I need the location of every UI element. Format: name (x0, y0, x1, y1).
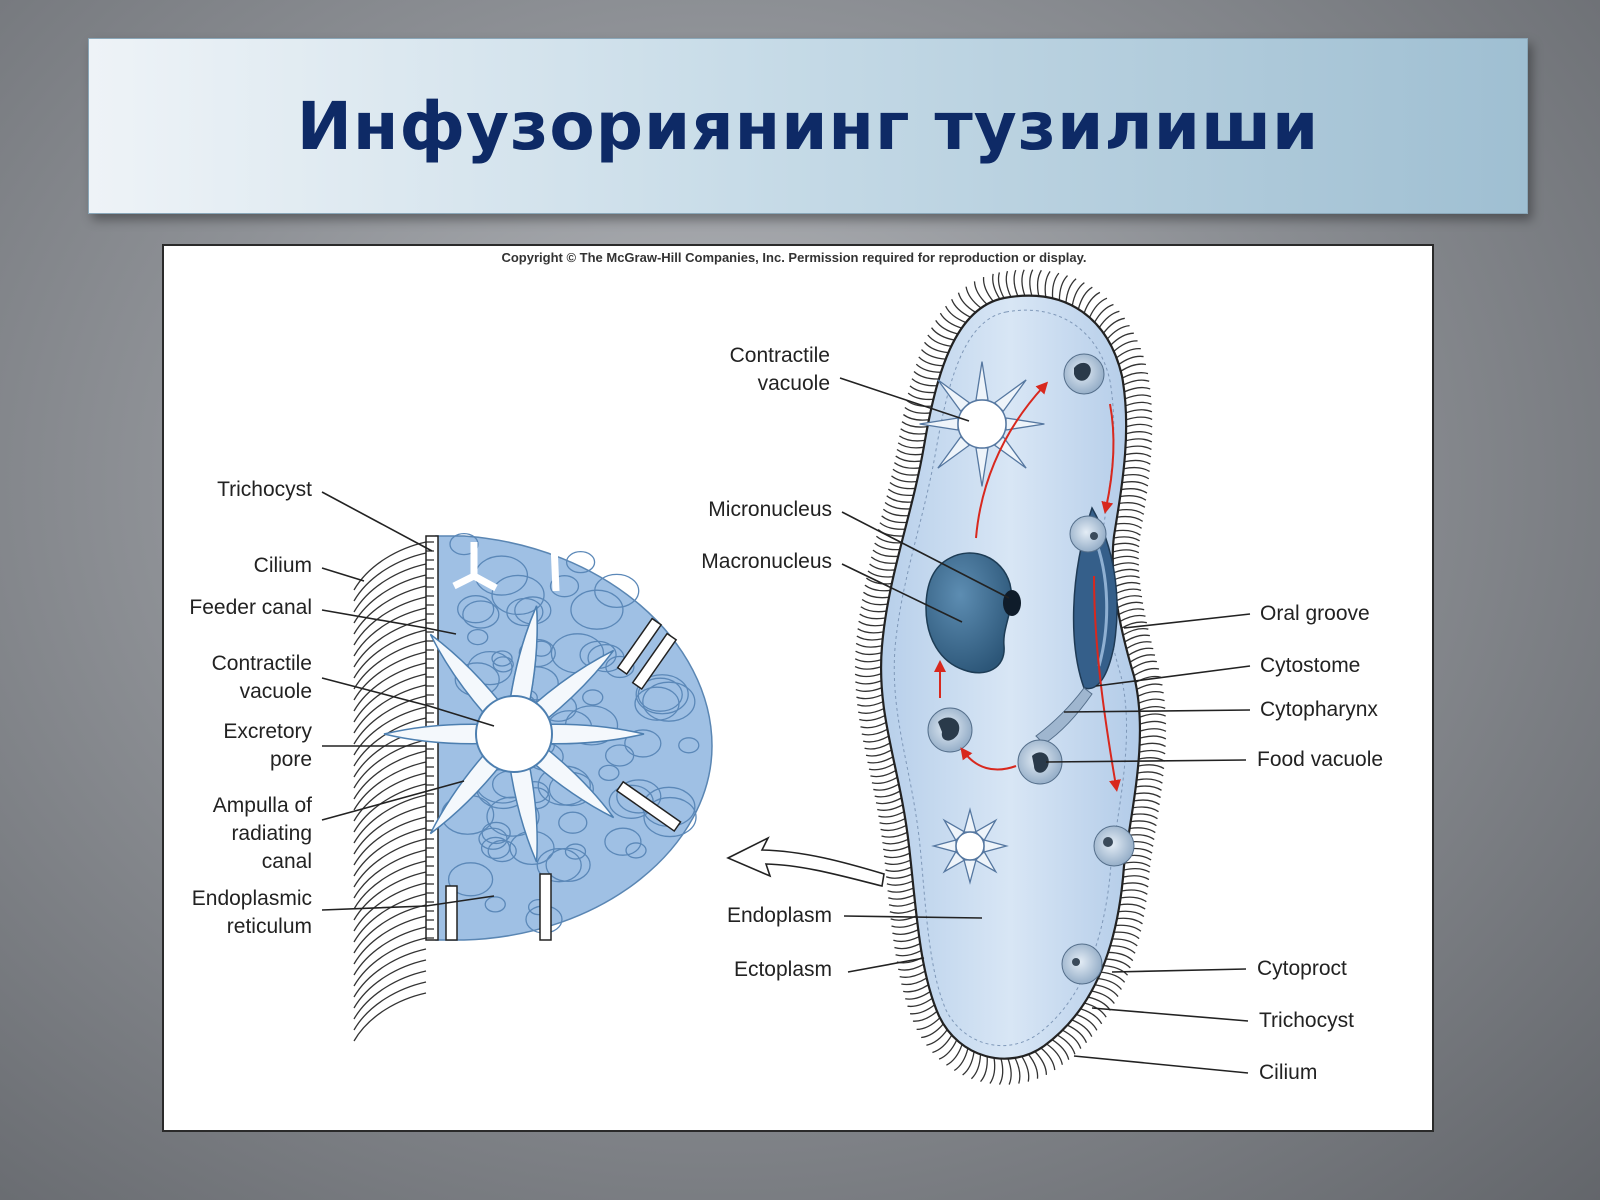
micronucleus (1003, 590, 1021, 616)
label-excretory-pore-2: pore (270, 748, 312, 771)
diagram-frame: Copyright © The McGraw-Hill Companies, I… (162, 244, 1434, 1132)
contractile-vacuole-bottom (931, 807, 1009, 885)
label-cytostome: Cytostome (1260, 654, 1360, 677)
contractile-vacuole-top (919, 361, 1045, 487)
left-leader-lines (321, 491, 495, 911)
right-labels-left: Contractile vacuole Micronucleus Macronu… (701, 344, 832, 981)
label-contractile-vacuole-right-1: Contractile (730, 344, 830, 367)
connector-arrow (726, 836, 885, 887)
label-contractile-vacuole-right-2: vacuole (758, 372, 830, 395)
vacuole-section (353, 532, 713, 1042)
title-banner: Инфузориянинг тузилиши (88, 38, 1528, 214)
label-feeder-canal: Feeder canal (189, 596, 312, 619)
label-endoplasmic-reticulum-2: reticulum (227, 915, 312, 938)
label-endoplasmic-reticulum-1: Endoplasmic (192, 887, 312, 910)
trichocyst-bars (445, 542, 682, 941)
label-cilium-left: Cilium (254, 554, 312, 577)
label-ectoplasm: Ectoplasm (734, 958, 832, 981)
label-cytoproct: Cytoproct (1257, 957, 1347, 980)
cyclosis-arrows (934, 381, 1121, 792)
label-cilium-right: Cilium (1259, 1061, 1317, 1084)
label-ampulla-3: canal (262, 850, 312, 873)
label-oral-groove: Oral groove (1260, 602, 1370, 625)
food-vacuoles (927, 353, 1135, 985)
section-cilia (353, 541, 427, 1042)
paramecium-diagram: Copyright © The McGraw-Hill Companies, I… (189, 250, 1383, 1085)
right-leader-lines-left (839, 377, 1010, 973)
left-labels: Trichocyst Cilium Feeder canal Contracti… (189, 478, 312, 938)
label-cytopharynx: Cytopharynx (1260, 698, 1378, 721)
label-ampulla-2: radiating (231, 822, 312, 845)
label-trichocyst-right: Trichocyst (1259, 1009, 1354, 1032)
label-contractile-vacuole-left-2: vacuole (240, 680, 312, 703)
paramecium-cell (854, 269, 1167, 1085)
copyright-text: Copyright © The McGraw-Hill Companies, I… (501, 250, 1086, 265)
slide-title: Инфузориянинг тузилиши (296, 87, 1320, 165)
label-excretory-pore-1: Excretory (223, 720, 312, 743)
right-leader-lines-right (1045, 613, 1251, 1074)
label-food-vacuole: Food vacuole (1257, 748, 1383, 771)
right-labels-right: Oral groove Cytostome Cytopharynx Food v… (1257, 602, 1383, 1084)
macronucleus (925, 552, 1013, 674)
label-macronucleus: Macronucleus (701, 550, 832, 573)
label-micronucleus: Micronucleus (708, 498, 832, 521)
body-cilia (854, 269, 1167, 1085)
central-vacuole (475, 695, 553, 773)
label-trichocyst-left: Trichocyst (217, 478, 312, 501)
label-endoplasm: Endoplasm (727, 904, 832, 927)
label-ampulla-1: Ampulla of (213, 794, 312, 817)
label-contractile-vacuole-left-1: Contractile (212, 652, 312, 675)
